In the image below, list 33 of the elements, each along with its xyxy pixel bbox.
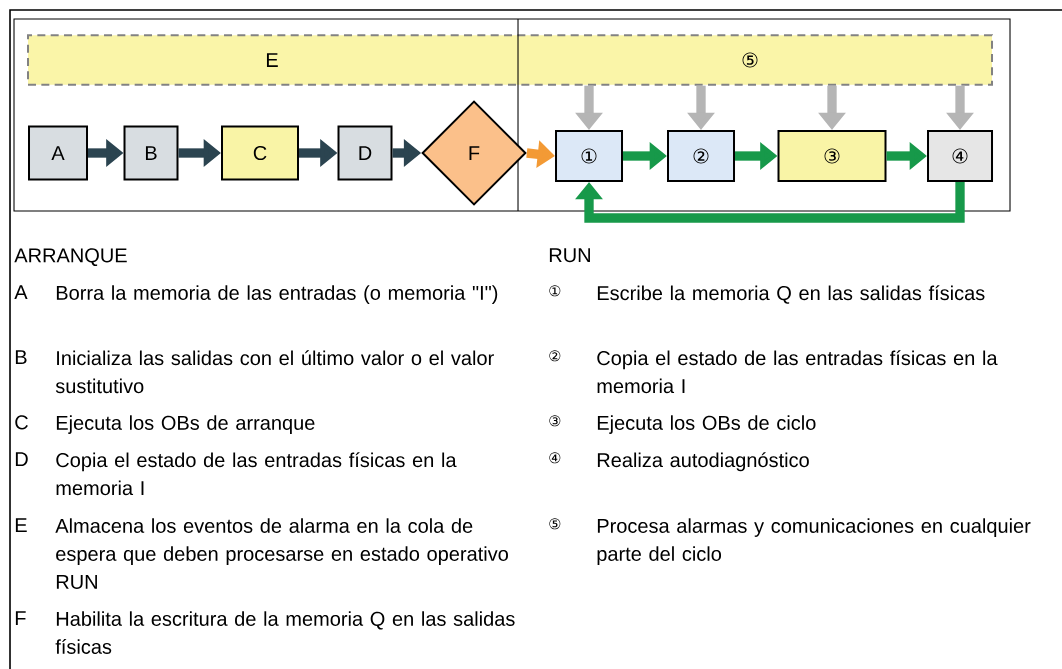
process-box: ② <box>667 130 735 182</box>
process-box: D <box>337 125 393 181</box>
list-marker: ⑤ <box>549 518 561 530</box>
list-marker: ③ <box>549 415 561 427</box>
list-text: Almacena los eventos de alarma en la cola de espera que deben procesarse en estado operativo RUN <box>55 518 508 589</box>
list-marker: ① <box>549 285 561 297</box>
list-text: Copia el estado de las entradas físicas en la memoria I <box>597 350 998 394</box>
list-marker: D <box>15 452 28 467</box>
list-marker: A <box>14 285 28 300</box>
list-text: Escribe la memoria Q en las salidas físicas <box>597 285 985 304</box>
list-text: Ejecuta los OBs de arranque <box>56 415 315 434</box>
process-box: ① <box>555 130 623 182</box>
list-marker: B <box>15 350 27 365</box>
list-text: Realiza autodiagnóstico <box>597 452 809 472</box>
list-text: Inicializa las salidas con el último valor o el valor sustitutivo <box>55 350 494 394</box>
list-marker: C <box>15 415 28 430</box>
process-box: ④ <box>927 130 993 182</box>
section-heading: RUN <box>549 248 590 263</box>
list-marker: E <box>15 518 27 533</box>
list-text: Procesa alarmas y comunicaciones en cualquier parte del ciclo <box>597 518 1031 565</box>
dashed-band: E ⑤ <box>27 34 993 86</box>
list-text: Copia el estado de las entradas físicas en la memoria I <box>56 452 457 496</box>
list-marker: ② <box>549 350 561 362</box>
list-text: Borra la memoria de las entradas (o memoria "I") <box>56 285 498 304</box>
process-box: C <box>221 125 299 181</box>
list-marker: F <box>15 611 26 626</box>
process-box: B <box>123 125 179 181</box>
section-heading: ARRANQUE <box>14 248 127 266</box>
list-marker: ④ <box>549 452 561 464</box>
list-text: Ejecuta los OBs de ciclo <box>597 415 816 434</box>
process-box: A <box>28 125 88 181</box>
list-text: Habilita la escritura de la memoria Q en las salidas físicas <box>55 611 515 654</box>
process-box: ③ <box>777 130 887 182</box>
